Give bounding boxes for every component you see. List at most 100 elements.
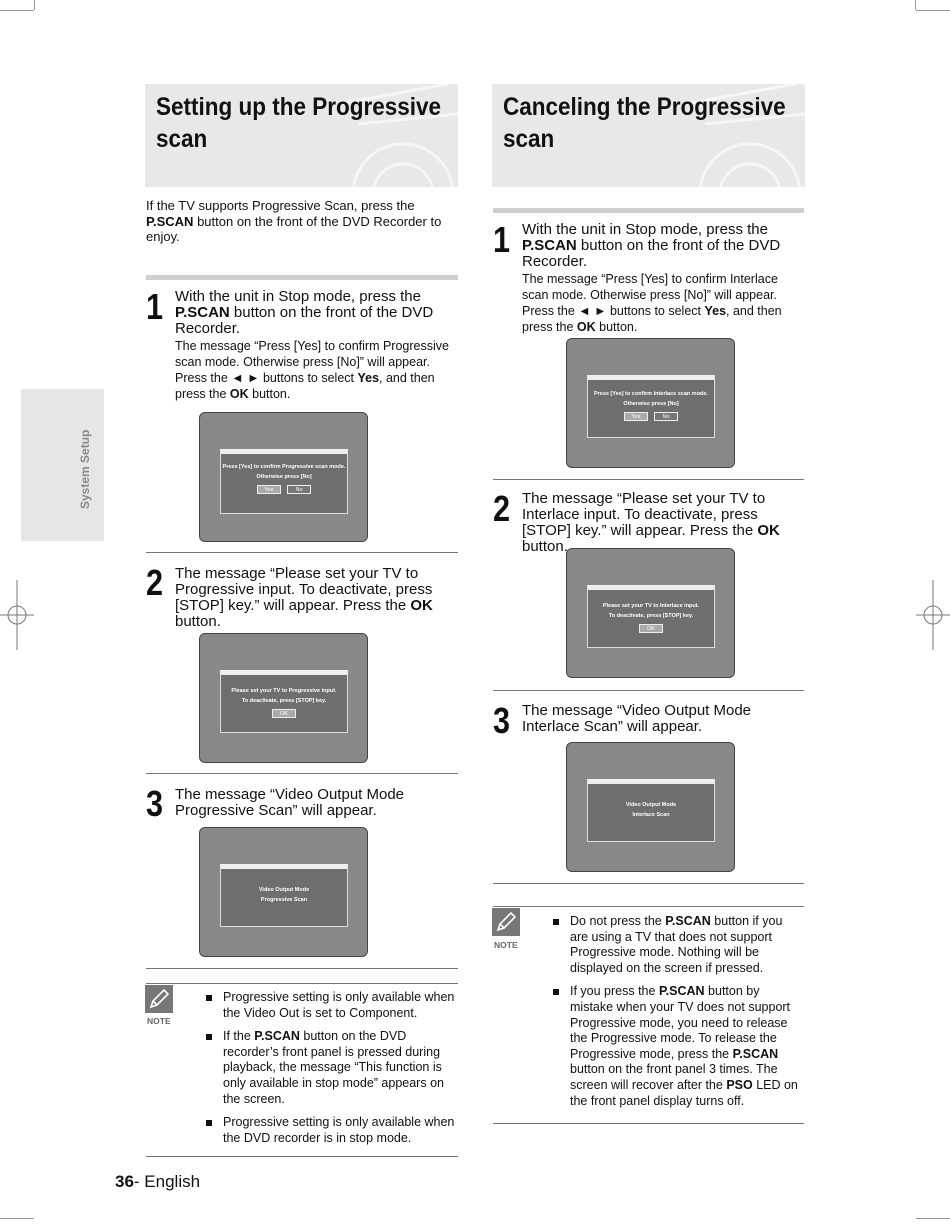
right-step1-main-end: button on the front of the DVD Recorder. xyxy=(522,237,781,270)
right-step1-sub: The message “Press [Yes] to confirm Inte… xyxy=(522,271,806,335)
left-step1-sub-ok: OK xyxy=(229,387,249,401)
left-divider-2 xyxy=(146,773,458,774)
right-step1-screen: Press [Yes] to confirm Interlace scan mo… xyxy=(566,338,735,468)
side-tab: System Setup xyxy=(21,389,104,541)
left-section-header: Setting up the Progressive scan xyxy=(145,84,458,187)
registration-mark-right-icon xyxy=(916,580,950,650)
left-note-label: NOTE xyxy=(147,1016,171,1026)
left-intro-text-end: button on the front of the DVD Recorder … xyxy=(146,213,442,245)
right-step2-main: The message “Please set your TV to Inter… xyxy=(522,491,804,555)
left-note-bottom-line xyxy=(146,1156,458,1157)
left-step1-main-text: With the unit in Stop mode, press the xyxy=(175,288,421,305)
right-step2-dialog: Please set your TV to Interlace input. T… xyxy=(587,585,715,648)
left-step1-main-end: button on the front of the DVD Recorder. xyxy=(175,304,434,337)
left-note-item: Progressive setting is only available wh… xyxy=(206,1115,462,1146)
right-divider-1 xyxy=(493,479,804,480)
left-note-top-line xyxy=(146,983,458,984)
left-step3-dialog: Video Output Mode Progressive Scan xyxy=(220,864,348,927)
left-step1-sub-mid: , and then press the xyxy=(175,371,435,401)
right-step2-main-end: button. xyxy=(522,538,568,555)
right-step1-yes-button[interactable]: Yes xyxy=(624,412,648,421)
crop-mark-tl-v xyxy=(34,0,35,10)
right-note-item2-mid2: button on the front panel 3 times. The s… xyxy=(570,1062,778,1092)
crop-mark-bl-h xyxy=(0,1218,34,1219)
right-step1-no-button[interactable]: No xyxy=(654,412,678,421)
left-note-item2-bold: P.SCAN xyxy=(254,1029,300,1044)
right-note-item1-end: button if you are using a TV that does n… xyxy=(570,914,783,975)
left-step3-screen-line1: Video Output Mode xyxy=(258,887,310,893)
right-note-list: Do not press the P.SCAN button if you ar… xyxy=(553,914,801,1117)
right-step3-main: The message “Video Output Mode Interlace… xyxy=(522,702,752,735)
right-step2-ok-button[interactable]: OK xyxy=(639,624,663,633)
right-section-title: Canceling the Progressive scan xyxy=(503,93,786,153)
page-language: - English xyxy=(133,1172,201,1191)
disc-decoration-icon xyxy=(337,84,458,187)
right-note-item: Do not press the P.SCAN button if you ar… xyxy=(553,914,801,976)
disc-decoration-icon xyxy=(684,84,805,187)
right-note-item: If you press the P.SCAN button by mistak… xyxy=(553,984,801,1109)
right-divider-thick xyxy=(493,208,804,213)
right-note-item2-mid: button by mistake when your TV does not … xyxy=(570,984,791,1061)
left-note-item2-end: button on the DVD recorder’s front panel… xyxy=(223,1029,444,1106)
right-step3-number: 3 xyxy=(493,700,511,741)
left-note-item1-text: Progressive setting is only available wh… xyxy=(223,990,455,1020)
right-step1-screen-line1: Press [Yes] to confirm Interlace scan mo… xyxy=(593,391,708,397)
right-step1-screen-line2: Otherwise press [No] xyxy=(623,401,679,407)
left-note-item3-text: Progressive setting is only available wh… xyxy=(223,1115,455,1145)
crop-mark-tl-h xyxy=(0,10,34,11)
left-step2-screen-line1: Please set your TV to Progressive input. xyxy=(231,688,337,694)
right-note-item2-bold: P.SCAN xyxy=(658,984,705,999)
left-step2-main-bold: OK xyxy=(410,597,433,614)
right-step2-screen: Please set your TV to Interlace input. T… xyxy=(566,548,735,678)
left-section-title: Setting up the Progressive scan xyxy=(156,93,442,153)
left-step3-number: 3 xyxy=(146,783,164,824)
crop-mark-tr-h xyxy=(916,10,950,11)
right-step1-main: With the unit in Stop mode, press the P.… xyxy=(522,222,804,270)
right-note-item1-bold: P.SCAN xyxy=(665,914,711,928)
right-step1-dialog: Press [Yes] to confirm Interlace scan mo… xyxy=(587,375,715,438)
left-note-list: Progressive setting is only available wh… xyxy=(206,990,462,1154)
right-divider-2 xyxy=(493,690,804,691)
left-note-item2-text: If the xyxy=(223,1029,255,1044)
left-step1-main: With the unit in Stop mode, press the P.… xyxy=(175,289,457,337)
left-step2-main: The message “Please set your TV to Progr… xyxy=(175,566,457,630)
left-step2-number: 2 xyxy=(146,562,164,603)
right-step1-main-text: With the unit in Stop mode, press the xyxy=(522,221,768,238)
left-step3-main: The message “Video Output Mode Progressi… xyxy=(175,786,405,819)
right-step2-screen-line1: Please set your TV to Interlace input. xyxy=(602,603,700,609)
right-note-item2-bold3: PSO xyxy=(726,1077,753,1092)
left-step1-screen-line1: Press [Yes] to confirm Progressive scan … xyxy=(222,464,346,470)
left-note-item: If the P.SCAN button on the DVD recorder… xyxy=(206,1029,462,1107)
left-divider-thick xyxy=(146,275,458,280)
right-note-item2-end: LED on the front panel display turns off… xyxy=(570,1077,798,1108)
right-step1-main-bold: P.SCAN xyxy=(522,237,577,254)
left-step1-sub-yes: Yes xyxy=(357,371,380,385)
note-pencil-icon xyxy=(492,908,520,936)
left-step3-screen-line2: Progressive Scan xyxy=(260,897,308,903)
right-section-header: Canceling the Progressive scan xyxy=(492,84,805,187)
left-note-item: Progressive setting is only available wh… xyxy=(206,990,462,1021)
page-number: 36 xyxy=(115,1172,134,1191)
right-step1-sub-ok: OK xyxy=(576,320,596,334)
side-tab-label: System Setup xyxy=(78,429,92,509)
right-note-top-line xyxy=(493,906,804,907)
left-divider-3 xyxy=(146,968,458,969)
registration-mark-left-icon xyxy=(0,580,34,650)
left-step1-number: 1 xyxy=(146,286,164,327)
left-step1-sub-text: The message “Press [Yes] to confirm Prog… xyxy=(175,339,449,385)
left-step3-screen: Video Output Mode Progressive Scan xyxy=(199,827,368,957)
left-intro: If the TV supports Progressive Scan, pre… xyxy=(146,198,456,245)
right-note-item2-text: If you press the xyxy=(570,984,659,999)
right-step1-sub-mid: , and then press the xyxy=(522,304,782,334)
page-footer: 36- English xyxy=(115,1172,200,1192)
left-step1-yes-button[interactable]: Yes xyxy=(257,485,281,494)
right-note-bottom-line xyxy=(493,1123,804,1124)
left-step1-no-button[interactable]: No xyxy=(287,485,311,494)
right-step3-dialog: Video Output Mode Interlace Scan xyxy=(587,779,715,842)
left-step2-dialog: Please set your TV to Progressive input.… xyxy=(220,670,348,733)
left-step2-ok-button[interactable]: OK xyxy=(272,709,296,718)
right-step2-screen-line2: To deactivate, press [STOP] key. xyxy=(608,613,694,619)
right-step3-screen-line2: Interlace Scan xyxy=(632,812,670,818)
left-step1-screen: Press [Yes] to confirm Progressive scan … xyxy=(199,412,368,542)
right-step1-number: 1 xyxy=(493,219,511,260)
